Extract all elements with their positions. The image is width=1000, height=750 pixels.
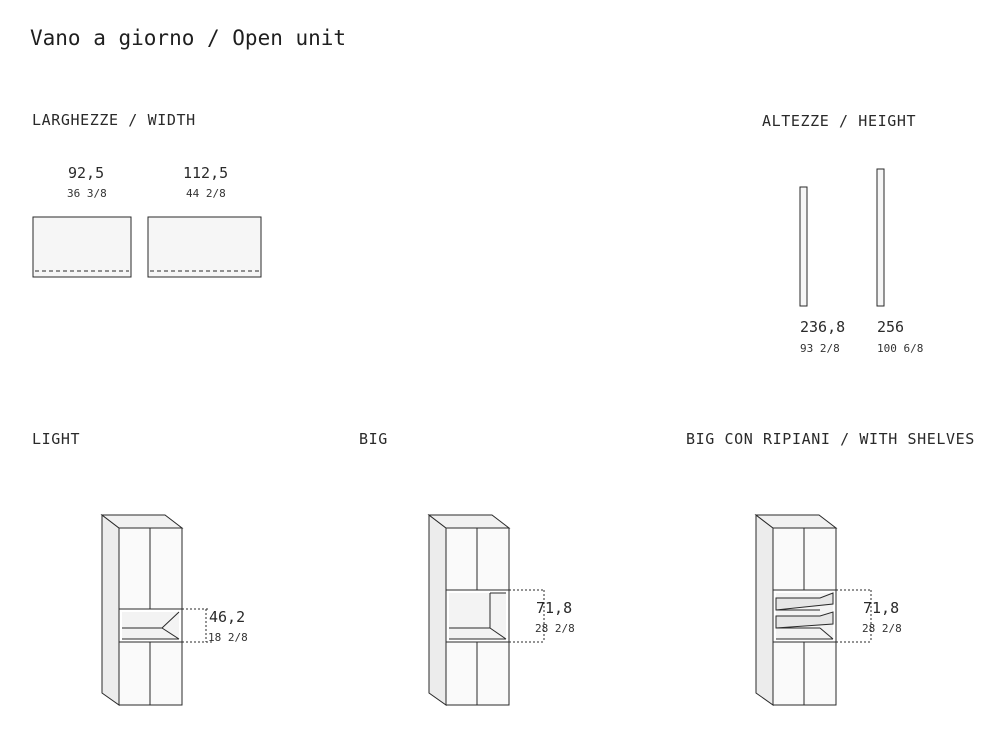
opening-value-inch: 28 2/8: [862, 622, 902, 635]
cabinet-big: [427, 513, 545, 706]
height-value-inch: 93 2/8: [800, 342, 840, 355]
variant-label-big: BIG: [359, 430, 388, 448]
opening-value-inch: 18 2/8: [208, 631, 248, 644]
width-value-inch: 44 2/8: [186, 187, 226, 200]
opening-value-inch: 28 2/8: [535, 622, 575, 635]
opening-value-cm: 71,8: [863, 599, 900, 617]
width-box-112-5: [147, 216, 262, 278]
width-box-92-5: [32, 216, 132, 278]
opening-value-cm: 71,8: [536, 599, 573, 617]
opening-value-cm: 46,2: [209, 608, 246, 626]
height-value-cm: 236,8: [800, 318, 846, 336]
height-bar-236-8: [799, 186, 808, 307]
page-title: Vano a giorno / Open unit: [30, 26, 347, 50]
height-value-cm: 256: [877, 318, 905, 336]
width-value-inch: 36 3/8: [67, 187, 107, 200]
widths-section-label: LARGHEZZE / WIDTH: [32, 111, 196, 129]
heights-section-label: ALTEZZE / HEIGHT: [762, 112, 917, 130]
height-bar-256: [876, 168, 885, 307]
height-value-inch: 100 6/8: [877, 342, 924, 355]
width-value-cm: 92,5: [68, 164, 105, 182]
cabinet-light: [100, 513, 214, 706]
width-value-cm: 112,5: [183, 164, 229, 182]
variant-label-big-with-shelves: BIG CON RIPIANI / WITH SHELVES: [686, 430, 975, 448]
variant-label-light: LIGHT: [32, 430, 81, 448]
cabinet-big-with-shelves: [754, 513, 872, 706]
